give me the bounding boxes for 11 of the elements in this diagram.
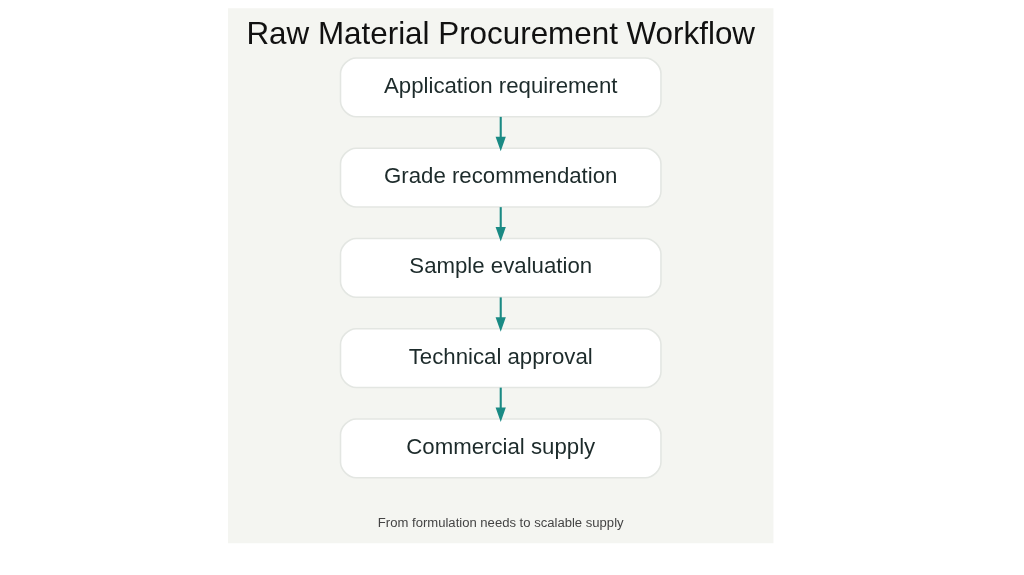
- node-box: Grade recommendation: [339, 147, 662, 208]
- caption: From formulation needs to scalable supply: [377, 514, 624, 530]
- arrow: [495, 207, 506, 242]
- diagram-title: Raw Material Procurement Workflow: [245, 15, 755, 51]
- node-box: Sample evaluation: [339, 237, 662, 299]
- arrow: [495, 116, 506, 152]
- node-box: Application requirement: [339, 57, 662, 118]
- node-box: Technical approval: [339, 327, 662, 389]
- node-box: Commercial supply: [339, 418, 662, 479]
- arrow: [495, 387, 506, 423]
- arrow: [495, 297, 506, 332]
